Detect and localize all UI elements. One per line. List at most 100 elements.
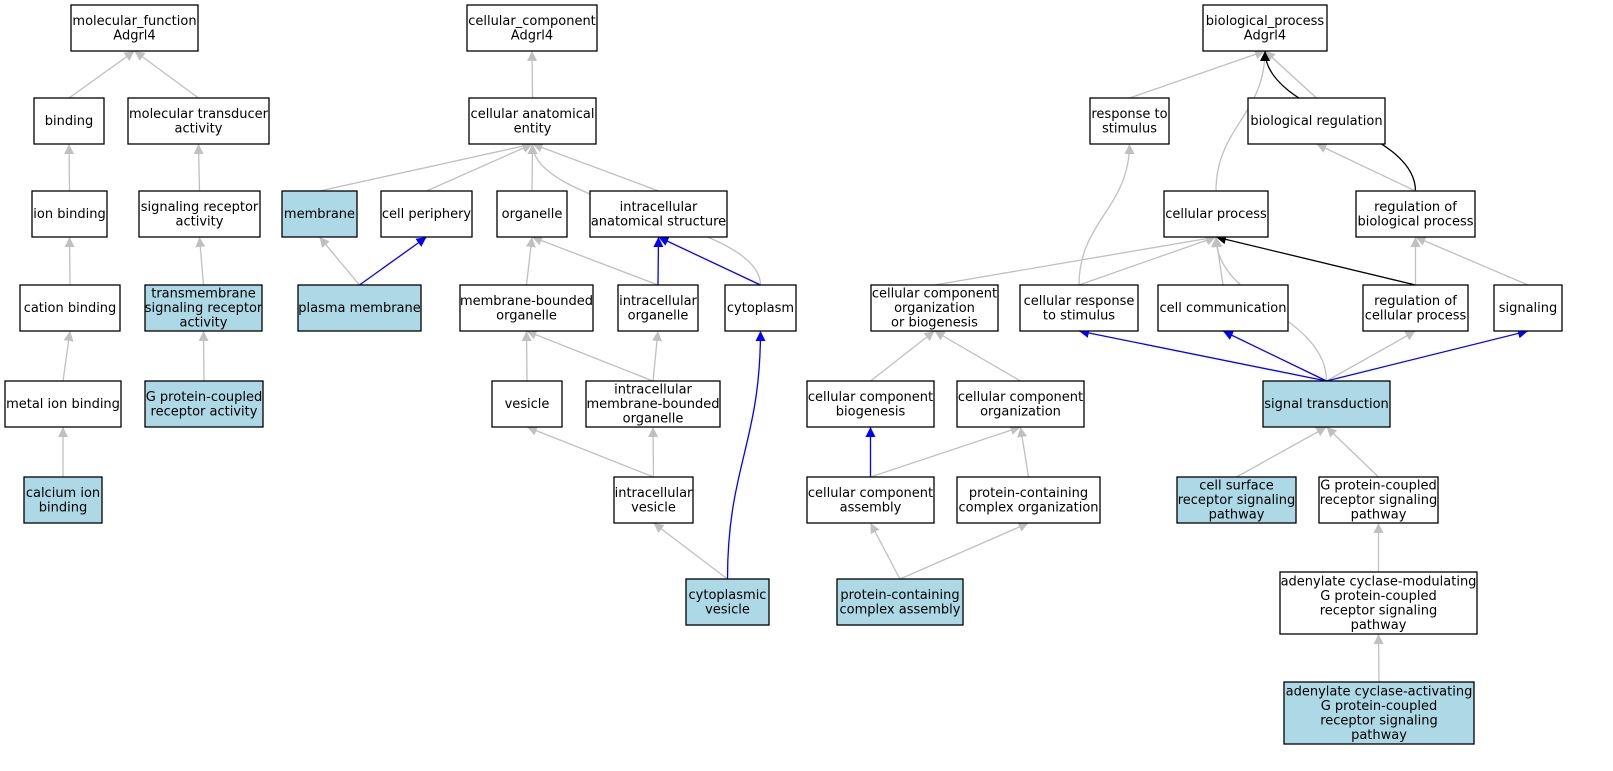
node-label-line: molecular_function — [72, 14, 196, 29]
edge-metal_ion-to-cation_binding — [62, 330, 74, 382]
node-label-line: complex organization — [958, 500, 1098, 515]
node-label-line: organelle — [502, 207, 563, 222]
node-bio-reg[interactable]: biological regulation — [1247, 97, 1386, 145]
node-label-line: vesicle — [705, 602, 750, 617]
node-box — [1318, 476, 1439, 524]
node-binding[interactable]: binding — [33, 97, 105, 145]
node-box — [1089, 97, 1170, 145]
node-label-line: pathway — [1351, 728, 1407, 743]
node-label-line: Adgrl4 — [511, 28, 553, 43]
node-label-line: cell communication — [1159, 301, 1286, 316]
node-label-line: plasma membrane — [298, 301, 421, 316]
node-metal-ion[interactable]: metal ion binding — [4, 380, 122, 428]
edge-plasma_membrane-to-cell_periphery — [359, 236, 427, 286]
node-box — [459, 284, 594, 332]
node-cell-proc[interactable]: cellular process — [1163, 190, 1269, 238]
node-box — [589, 190, 728, 238]
edge-pcca-to-pcco — [899, 522, 1029, 580]
node-membrane[interactable]: membrane — [281, 190, 358, 238]
node-label-line: cellular component — [808, 390, 933, 405]
edge-intra_vesicle-to-vesicle — [526, 426, 654, 478]
node-box — [1493, 284, 1563, 332]
node-box — [1019, 284, 1139, 332]
node-ion-binding[interactable]: ion binding — [31, 190, 108, 238]
node-label-line: pathway — [1351, 508, 1407, 523]
node-label-line: biological_process — [1206, 14, 1325, 29]
node-label-line: activity — [175, 121, 223, 136]
node-label-line: stimulus — [1102, 121, 1157, 136]
node-organelle[interactable]: organelle — [496, 190, 568, 238]
edge-cell_resp-to-resp_stim — [1078, 143, 1135, 286]
node-box — [491, 380, 563, 428]
node-cytoplasm[interactable]: cytoplasm — [724, 284, 797, 332]
node-cell-periphery[interactable]: cell periphery — [380, 190, 473, 238]
node-label-line: Adgrl4 — [113, 28, 155, 43]
node-label-line: adenylate cyclase-activating — [1286, 684, 1473, 699]
edge-membrane-to-cae — [319, 141, 533, 192]
node-label-line: organelle — [628, 308, 689, 323]
node-box — [1176, 476, 1297, 524]
edge-vesicle-to-mbo — [521, 330, 532, 382]
node-label-line: receptor signaling — [1320, 493, 1438, 508]
node-box — [496, 190, 568, 238]
node-signaling[interactable]: signaling — [1493, 284, 1563, 332]
node-label-line: Adgrl4 — [1244, 28, 1286, 43]
node-vesicle[interactable]: vesicle — [491, 380, 563, 428]
node-label-line: intracellular — [620, 200, 698, 215]
node-label-line: complex assembly — [840, 602, 961, 617]
node-label-line: cellular component — [872, 287, 997, 302]
node-label-line: vesicle — [631, 500, 676, 515]
node-box — [836, 578, 964, 626]
node-box — [870, 284, 999, 332]
node-plasma-membrane[interactable]: plasma membrane — [297, 284, 422, 332]
node-label-line: cation binding — [24, 301, 117, 316]
node-sig-trans[interactable]: signal transduction — [1262, 380, 1391, 428]
edge-mol_transducer-to-mf_root — [134, 50, 199, 99]
node-label-line: molecular transducer — [129, 107, 269, 122]
edge-reg_bio-to-bio_reg — [1316, 143, 1416, 192]
node-label-line: intracellular — [619, 294, 697, 309]
edge-sig_trans-to-reg_cell — [1326, 330, 1416, 382]
edge-organelle-to-cae — [527, 143, 538, 192]
node-cation-binding[interactable]: cation binding — [19, 284, 121, 332]
node-label-line: to stimulus — [1043, 308, 1115, 323]
node-cell-comm[interactable]: cell communication — [1157, 284, 1289, 332]
node-label-line: membrane — [284, 207, 355, 222]
edge-gpcr_activity-to-transmembrane — [198, 330, 209, 382]
edge-mbo-to-organelle — [525, 236, 536, 286]
edge-cell_periphery-to-cae — [426, 143, 533, 192]
edge-plasma_membrane-to-membrane — [319, 236, 360, 286]
node-label-line: biological process — [1357, 214, 1473, 229]
node-label-line: assembly — [840, 500, 902, 515]
node-label-line: receptor activity — [151, 404, 258, 419]
